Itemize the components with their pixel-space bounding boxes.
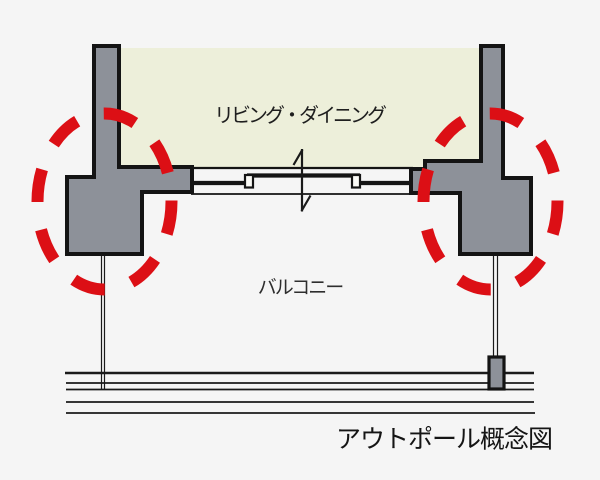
outpole-pillar (487, 355, 506, 391)
door-stile-left (243, 173, 255, 189)
room-label: リビング・ダイニング (214, 105, 387, 127)
door-swing-arrow-icon (292, 148, 312, 212)
balcony-divider-left (100, 256, 106, 390)
left-wall-column (65, 44, 194, 256)
outpole-highlight-left-icon (31, 107, 178, 296)
diagram-title: アウトポール概念図 (335, 426, 553, 454)
balcony-railing (65, 371, 535, 414)
living-dining-floor (119, 48, 481, 168)
outpole-highlight-right-icon (417, 107, 564, 296)
balcony-divider-right (492, 256, 499, 358)
door-stile-right (350, 173, 362, 189)
balcony-label: バルコニー (257, 277, 345, 299)
right-wall-column (409, 44, 533, 256)
